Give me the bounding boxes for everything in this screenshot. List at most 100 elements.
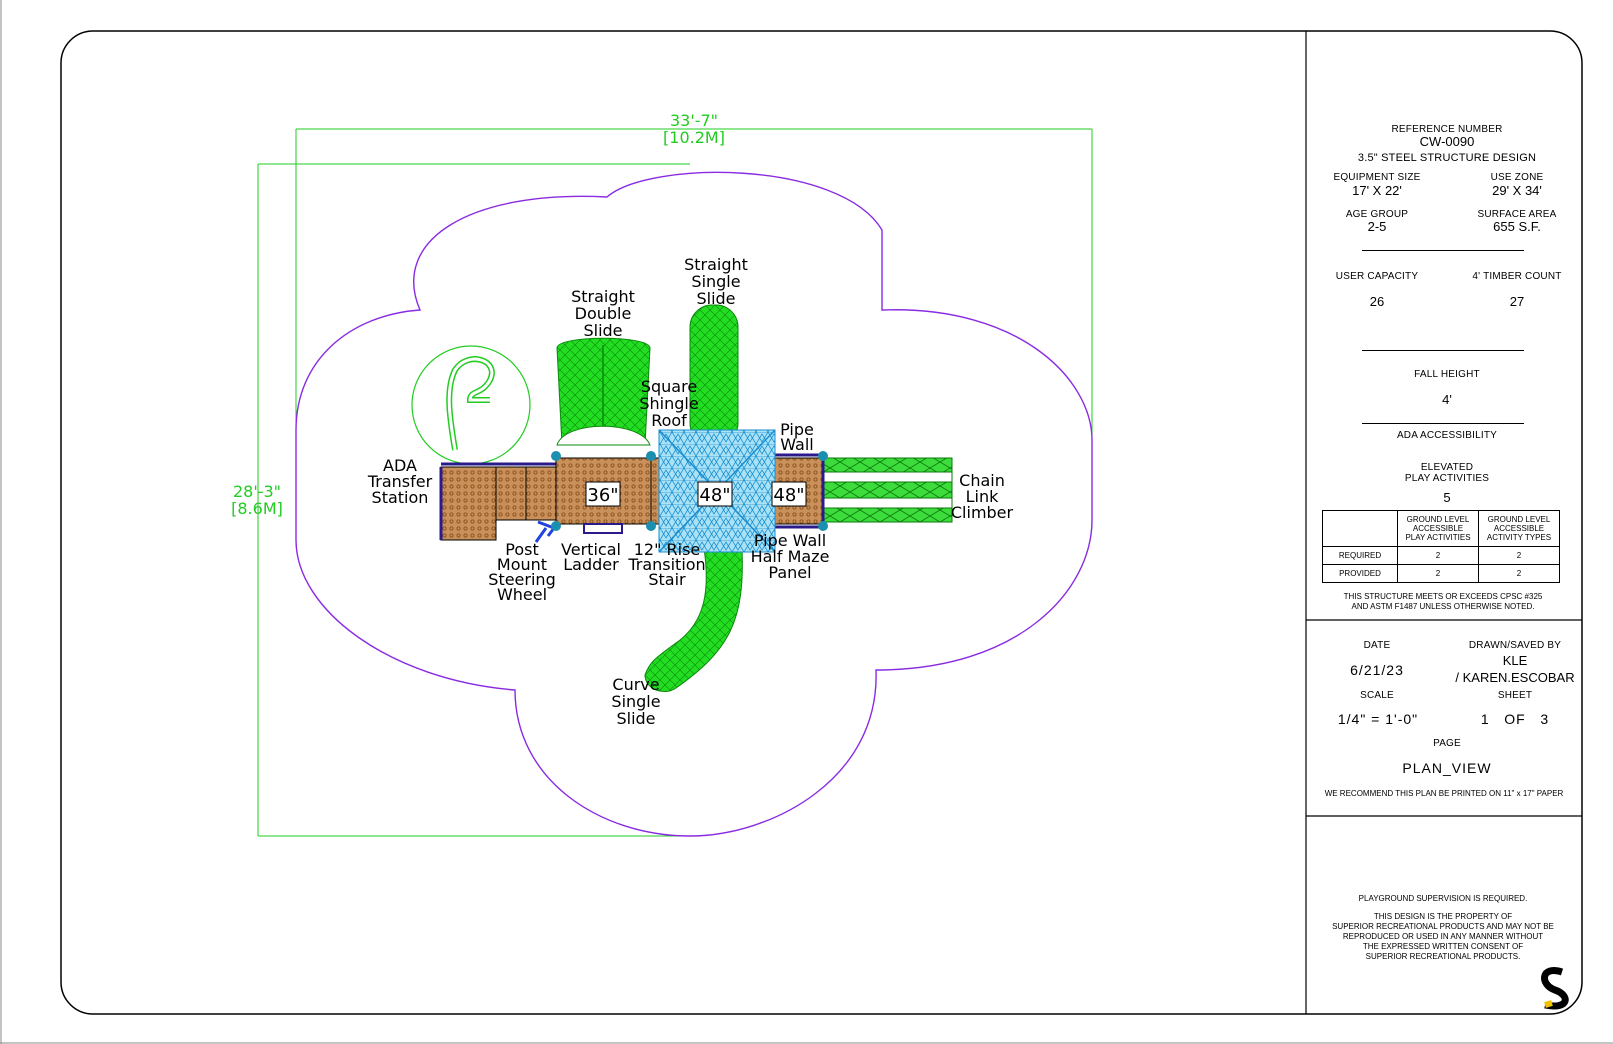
use-zone-outline xyxy=(295,171,1093,837)
date: 6/21/23 xyxy=(1350,662,1404,678)
chain-link-climber xyxy=(823,457,953,523)
svg-text:Pipe: Pipe xyxy=(780,420,814,439)
drawn-label: DRAWN/SAVED BY xyxy=(1468,640,1562,651)
svg-text:Slide: Slide xyxy=(696,289,735,308)
drawn-name: / KAREN.ESCOBAR xyxy=(1455,670,1575,685)
ada-transfer-station xyxy=(439,462,557,541)
sheet-number: 1 OF 3 xyxy=(1480,711,1550,727)
svg-text:Transfer: Transfer xyxy=(367,472,433,491)
svg-text:Wall: Wall xyxy=(780,435,814,454)
compliance-1: THIS STRUCTURE MEETS OR EXCEEDS CPSC #32… xyxy=(1343,592,1543,601)
posts xyxy=(551,451,828,531)
svg-text:Wheel: Wheel xyxy=(497,585,547,604)
supervision-note: PLAYGROUND SUPERVISION IS REQUIRED. xyxy=(1358,894,1528,903)
scale-label: SCALE xyxy=(1360,690,1394,701)
svg-text:Steering: Steering xyxy=(488,570,555,589)
svg-text:Vertical: Vertical xyxy=(561,540,621,559)
height-label: 28'-3" xyxy=(233,482,281,501)
deck-48-tag xyxy=(697,481,733,507)
property-5: SUPERIOR RECREATIONAL PRODUCTS. xyxy=(1365,952,1521,961)
use-zone-label: USE ZONE xyxy=(1490,172,1544,183)
ref-label: REFERENCE NUMBER xyxy=(1391,124,1503,135)
label-pipe-wall: Pipe Wall xyxy=(780,420,814,454)
timber-count-label: 4' TIMBER COUNT xyxy=(1472,271,1562,282)
deck-36-tag xyxy=(585,481,621,507)
svg-text:Double: Double xyxy=(575,304,632,323)
svg-text:Transition: Transition xyxy=(627,555,705,574)
height-dimension: 28'-3" [8.6M] xyxy=(231,163,690,837)
svg-text:Single: Single xyxy=(611,692,660,711)
svg-text:Straight: Straight xyxy=(571,287,635,306)
svg-text:Panel: Panel xyxy=(768,563,811,582)
deck-48-label: 48" xyxy=(699,485,730,506)
use-zone: 29' X 34' xyxy=(1492,183,1542,198)
label-transition-stair: 12" Rise Transition Stair xyxy=(627,540,705,589)
elevated-label-2: PLAY ACTIVITIES xyxy=(1404,473,1490,484)
svg-text:Square: Square xyxy=(641,377,697,396)
superior-logo xyxy=(1541,967,1569,1010)
width-dimension: 33'-7" [10.2M] xyxy=(295,111,1093,438)
curve-single-slide xyxy=(644,547,743,692)
property-1: THIS DESIGN IS THE PROPERTY OF xyxy=(1373,912,1513,921)
label-square-shingle-roof: Square Shingle Roof xyxy=(639,377,698,430)
ada-accessibility-label: ADA ACCESSIBILITY xyxy=(1396,430,1498,441)
property-3: REPRODUCED OR USED IN ANY MANNER WITHOUT xyxy=(1342,932,1544,941)
straight-double-slide xyxy=(556,337,651,446)
svg-text:Straight: Straight xyxy=(684,255,748,274)
deck-48-right-tag xyxy=(771,481,807,507)
row-provided-label: PROVIDED xyxy=(1322,564,1398,583)
page-label: PAGE xyxy=(1433,738,1461,749)
vertical-ladder xyxy=(583,523,623,534)
straight-single-slide xyxy=(689,304,739,446)
date-label: DATE xyxy=(1363,640,1391,651)
age-group-label: AGE GROUP xyxy=(1345,209,1409,220)
label-post-mount-steering-wheel: Post Mount Steering Wheel xyxy=(488,540,555,604)
svg-text:Link: Link xyxy=(966,487,1000,506)
svg-text:Shingle: Shingle xyxy=(639,394,698,413)
label-curve-single-slide: Curve Single Slide xyxy=(611,675,660,728)
width-label: 33'-7" xyxy=(670,111,718,130)
label-straight-single-slide: Straight Single Slide xyxy=(684,255,748,308)
design-type: 3.5" STEEL STRUCTURE DESIGN xyxy=(1357,152,1537,164)
label-ada-transfer: ADA Transfer Station xyxy=(367,456,433,507)
elevated-value: 5 xyxy=(1443,490,1451,505)
ref-number: CW-0090 xyxy=(1419,134,1475,149)
row-required-label: REQUIRED xyxy=(1322,546,1398,565)
deck-48-right-label: 48" xyxy=(773,485,804,506)
svg-text:Climber: Climber xyxy=(951,503,1014,522)
equipment-size: 17' X 22' xyxy=(1352,183,1402,198)
sheet-label: SHEET xyxy=(1497,690,1533,701)
svg-text:Station: Station xyxy=(372,488,429,507)
svg-text:Pipe Wall: Pipe Wall xyxy=(754,531,826,550)
width-metric: [10.2M] xyxy=(663,128,725,147)
svg-text:Ladder: Ladder xyxy=(563,555,619,574)
svg-text:Slide: Slide xyxy=(616,709,655,728)
scale: 1/4" = 1'-0" xyxy=(1337,711,1419,727)
svg-text:Mount: Mount xyxy=(497,555,547,574)
svg-text:ADA: ADA xyxy=(383,456,417,475)
surface-area-label: SURFACE AREA xyxy=(1477,209,1557,220)
svg-text:Half Maze: Half Maze xyxy=(751,547,830,566)
timber-count: 27 xyxy=(1509,294,1525,309)
property-2: SUPERIOR RECREATIONAL PRODUCTS AND MAY N… xyxy=(1332,922,1554,931)
drawn-initials: KLE xyxy=(1502,653,1528,668)
user-capacity: 26 xyxy=(1369,294,1385,309)
svg-text:Single: Single xyxy=(691,272,740,291)
equipment-size-label: EQUIPMENT SIZE xyxy=(1333,172,1421,183)
print-recommendation: WE RECOMMEND THIS PLAN BE PRINTED ON 11"… xyxy=(1324,789,1564,798)
compliance-2: AND ASTM F1487 UNLESS OTHERWISE NOTED. xyxy=(1351,602,1535,611)
svg-text:Chain: Chain xyxy=(959,471,1005,490)
property-4: THE EXPRESSED WRITTEN CONSENT OF xyxy=(1362,942,1524,951)
transition-stair xyxy=(650,457,660,525)
svg-text:12" Rise: 12" Rise xyxy=(634,540,701,559)
surface-area: 655 S.F. xyxy=(1493,219,1541,234)
elevated-label-1: ELEVATED xyxy=(1420,462,1474,473)
fall-height: 4' xyxy=(1442,392,1452,407)
svg-text:Roof: Roof xyxy=(651,411,687,430)
label-chain-link-climber: Chain Link Climber xyxy=(951,471,1014,522)
svg-text:Curve: Curve xyxy=(612,675,659,694)
